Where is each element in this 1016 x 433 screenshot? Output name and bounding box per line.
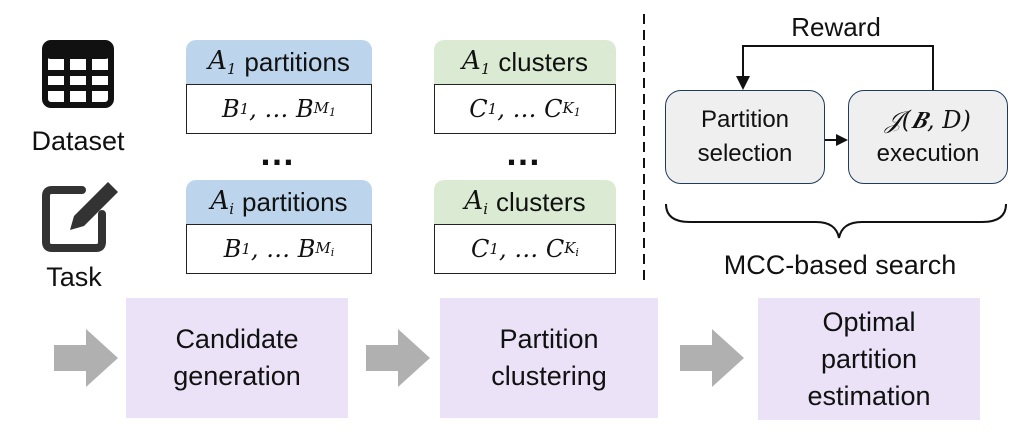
execution-box: 𝒥(𝑩, D) execution — [848, 90, 1008, 184]
section-divider — [643, 14, 645, 286]
clusters-header-top: A1 clusters — [434, 40, 616, 84]
mcc-connectors — [665, 45, 1007, 239]
reward-label: Reward — [791, 12, 881, 42]
partition-selection-box: Partition selection — [665, 90, 825, 184]
arrow-right-icon — [680, 329, 744, 387]
clusters-ellipsis: … — [505, 132, 543, 173]
arrow-right-icon — [54, 329, 118, 387]
edit-icon — [42, 182, 118, 252]
partitions-header-bottom: Ai partitions — [186, 180, 372, 224]
partitions-ellipsis: … — [259, 132, 297, 173]
dataset-label: Dataset — [31, 126, 125, 156]
table-icon — [42, 40, 114, 108]
mcc-caption: MCC-based search — [723, 250, 957, 280]
arrow-right-icon — [366, 329, 430, 387]
clusters-header-bottom: Ai clusters — [434, 180, 616, 224]
partitions-header-top: A1 partitions — [186, 40, 372, 84]
task-label: Task — [46, 262, 102, 292]
